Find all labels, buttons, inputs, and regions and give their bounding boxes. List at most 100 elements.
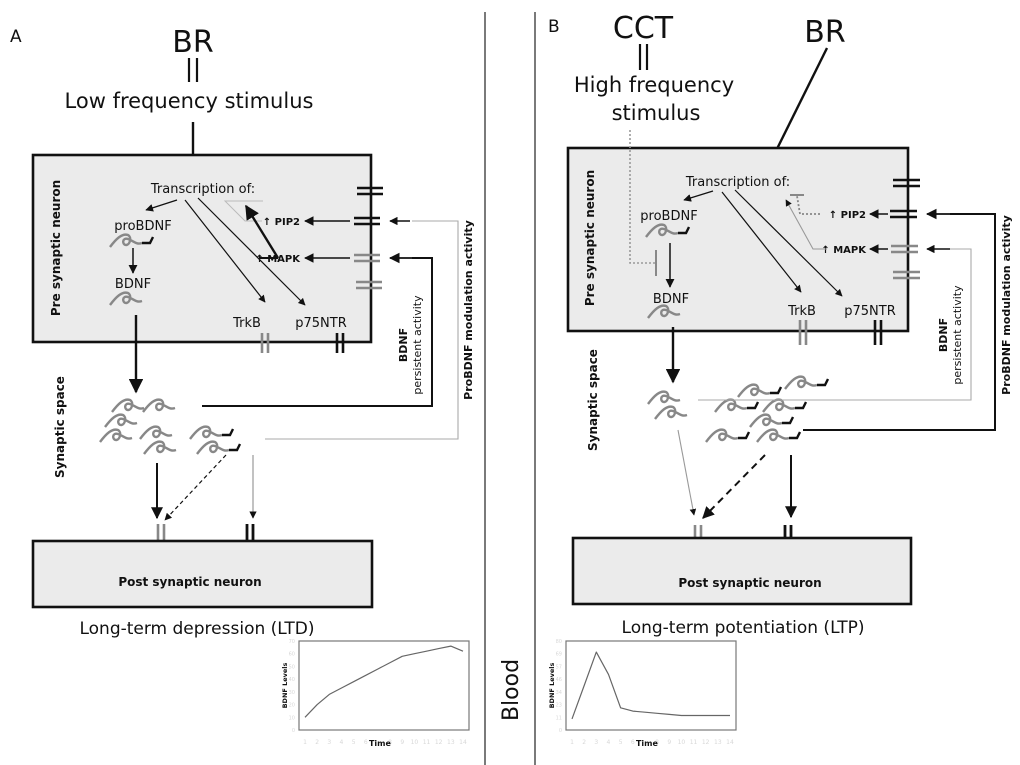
panel-a-synaptic-bdnf-cluster: [98, 398, 178, 456]
chart-x-tick-label: 4: [340, 739, 344, 746]
panel-b-outcome: Long-term potentiation (LTP): [622, 618, 865, 638]
chart-x-axis-label: Time: [636, 739, 659, 748]
chart-x-tick-label: 2: [582, 739, 586, 746]
panel-b-trkb-label: TrkB: [787, 304, 816, 319]
panel-b-pre-label: Pre synaptic neuron: [583, 170, 597, 306]
panel-a-bdnf-label: BDNF: [115, 277, 151, 292]
panel-b-p75ntr-receptor: [873, 320, 883, 345]
chart-x-tick-label: 6: [631, 739, 635, 746]
panel-a-p75ntr-label: p75NTR: [295, 316, 347, 331]
panel-a: A BR Low frequency stimulus Pre synaptic…: [10, 25, 475, 639]
chart-x-tick-label: 13: [714, 739, 722, 746]
chart-x-tick-label: 11: [423, 739, 431, 746]
panel-b-letter: B: [548, 17, 560, 37]
chart-y-tick-label: 30: [289, 690, 295, 696]
chart-y-tick-label: 11: [556, 715, 562, 721]
panel-b-presynaptic-neuron: [566, 146, 910, 333]
chart-x-tick-label: 6: [364, 739, 368, 746]
panel-a-presynaptic-neuron: [31, 153, 373, 344]
blood-label: Blood: [499, 659, 524, 721]
chart-x-tick-label: 5: [619, 739, 623, 746]
panel-a-probdnf-loop-label: ProBDNF modulation activity: [462, 220, 475, 400]
chart-y-tick-label: 23: [556, 703, 562, 709]
panel-b-post-label: Post synaptic neuron: [678, 576, 821, 590]
panel-a-p75ntr-receptor: [335, 333, 345, 353]
panel-a-synaptic-space: Synaptic space: [53, 376, 67, 478]
chart-x-tick-label: 12: [702, 739, 710, 746]
chart-frame: [565, 640, 737, 731]
chart-y-tick-label: 80: [556, 639, 562, 645]
chart-y-tick-label: 10: [289, 715, 295, 721]
chart-series-line: [304, 645, 464, 718]
chart-x-tick-label: 8: [388, 739, 392, 746]
chart-x-tick-label: 10: [678, 739, 686, 746]
panel-b-bdnf-label: BDNF: [653, 292, 689, 307]
chart-y-tick-label: 46: [556, 677, 562, 683]
chart-x-tick-label: 10: [411, 739, 419, 746]
chart-x-tick-label: 9: [667, 739, 671, 746]
chart-y-tick-label: 40: [289, 677, 295, 683]
panel-b-cct-label: CCT: [613, 11, 674, 46]
panel-b-synaptic-space: Synaptic space: [586, 349, 600, 451]
chart-x-tick-label: 14: [726, 739, 734, 746]
panel-a-synaptic-probdnf-cluster: [188, 425, 242, 456]
chart-x-tick-label: 12: [435, 739, 443, 746]
chart-x-tick-label: 2: [315, 739, 319, 746]
chart-y-tick-label: 0: [292, 728, 295, 734]
panel-a-side-receptors: [354, 186, 383, 290]
panel-a-postsynaptic-neuron: [31, 539, 374, 609]
panel-b-probdnf-loop-label: ProBDNF modulation activity: [1000, 215, 1013, 395]
panel-b-transcription: Transcription of:: [685, 175, 790, 190]
panel-a-stimulus: Low frequency stimulus: [65, 89, 314, 113]
panel-a-pre-label: Pre synaptic neuron: [49, 180, 63, 316]
panel-a-pip2: ↑ PIP2: [263, 217, 300, 228]
panel-a-bdnf-loop-sub: persistent activity: [411, 295, 424, 395]
chart-y-tick-label: 60: [289, 652, 295, 658]
panel-a-probdnf-label: proBDNF: [114, 219, 171, 234]
panel-a-trkb-receptor: [260, 333, 270, 353]
chart-y-tick-label: 50: [289, 664, 295, 670]
panel-b-trkb-receptor: [798, 320, 808, 345]
panel-b-p75ntr-label: p75NTR: [844, 304, 896, 319]
chart-y-axis-label: BDNF Levels: [548, 662, 556, 708]
panel-a-bdnf-loop-title: BDNF: [397, 328, 410, 362]
chart-x-tick-label: 8: [655, 739, 659, 746]
panel-a-transcription: Transcription of:: [150, 182, 255, 197]
chart-y-tick-label: 20: [289, 703, 295, 709]
panel-a-probdnf-loop: [265, 220, 459, 440]
chart-x-tick-label: 4: [607, 739, 611, 746]
panel-b-br-label: BR: [804, 15, 845, 50]
chart-x-axis-label: Time: [369, 739, 392, 748]
chart-x-tick-label: 1: [303, 739, 307, 746]
panel-a-post-label: Post synaptic neuron: [118, 575, 261, 589]
panel-a-bdnf-loop: [202, 257, 433, 407]
panel-a-trkb-label: TrkB: [232, 316, 261, 331]
chart-x-tick-label: 9: [400, 739, 404, 746]
panel-b-bdnf-loop-sub: persistent activity: [951, 285, 964, 385]
chart-x-tick-label: 1: [570, 739, 574, 746]
panel-b-bdnf-loop-title: BDNF: [937, 318, 950, 352]
panel-a-mapk: ↑ MAPK: [255, 254, 301, 265]
chart-y-axis-label: BDNF Levels: [281, 662, 289, 708]
panel-b-synaptic-bdnf-cluster: [646, 390, 689, 421]
chart-y-tick-label: 0: [559, 728, 562, 734]
panel-b-bdnf-loop: [698, 248, 972, 401]
chart-series-line: [571, 651, 730, 720]
panel-b-stimulus-line1: High frequency: [574, 73, 734, 97]
chart-x-tick-label: 13: [447, 739, 455, 746]
panel-a-letter: A: [10, 27, 22, 47]
panel-b-stimulus-line2: stimulus: [612, 101, 701, 125]
chart-x-tick-label: 5: [352, 739, 356, 746]
chart-x-tick-label: 3: [594, 739, 598, 746]
panel-b-postsynaptic-neuron: [571, 536, 913, 606]
panel-a-outcome: Long-term depression (LTD): [79, 619, 314, 639]
panel-b-probdnf-loop: [803, 213, 996, 431]
chart-y-tick-label: 69: [556, 652, 562, 658]
chart-x-tick-label: 3: [327, 739, 331, 746]
panel-b: B CCT High frequency stimulus BR Pre syn…: [548, 11, 1013, 638]
panel-b-probdnf-label: proBDNF: [640, 209, 697, 224]
panel-b-synaptic-probdnf-cluster: [704, 375, 830, 444]
